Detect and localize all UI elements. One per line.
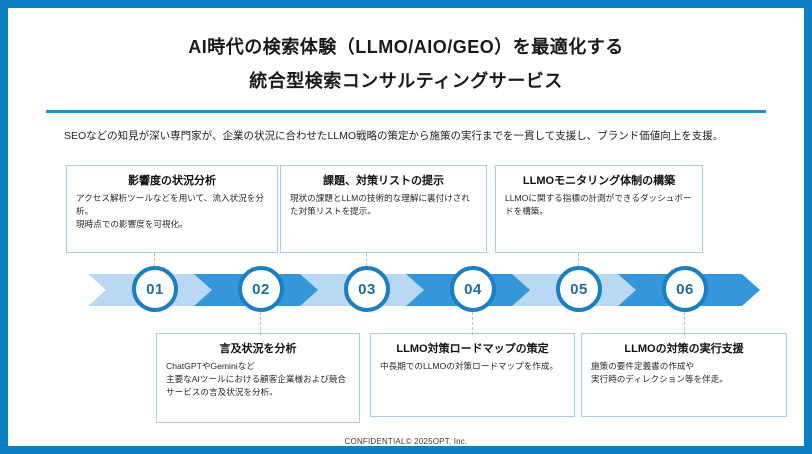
step-number-badge-05: 05: [556, 266, 602, 312]
step-number-label: 01: [146, 280, 164, 298]
step-card-04: LLMO対策ロードマップの策定 中長期でのLLMOの対策ロードマップを作成。: [370, 333, 575, 417]
step-card-title: LLMO対策ロードマップの策定: [396, 343, 549, 355]
confidential-footer: CONFIDENTIAL© 2025OPT, Inc.: [344, 437, 468, 446]
step-card-05: LLMOモニタリング体制の構築 LLMOに関する指標の計測ができるダッシュボード…: [495, 165, 703, 253]
step-number-label: 04: [464, 280, 482, 298]
step-number-badge-02: 02: [238, 266, 284, 312]
step-card-title: LLMOの対策の実行支援: [624, 343, 744, 355]
title-divider: [46, 110, 766, 113]
step-card-body: 現状の課題とLLMの技術的な理解に裏付けされた対策リストを提示。: [290, 193, 470, 216]
step-number-badge-06: 06: [662, 266, 708, 312]
step-card-body: 中長期でのLLMOの対策ロードマップを作成。: [380, 361, 559, 371]
step-card-03: 課題、対策リストの提示 現状の課題とLLMの技術的な理解に裏付けされた対策リスト…: [280, 165, 487, 253]
step-card-body: 施策の要件定義書の作成や 実行時のディレクション等を伴走。: [591, 361, 728, 384]
step-number-label: 06: [676, 280, 694, 298]
step-number-badge-03: 03: [344, 266, 390, 312]
step-card-title: 言及状況を分析: [219, 343, 297, 355]
step-number-label: 02: [252, 280, 270, 298]
step-card-title: 課題、対策リストの提示: [323, 175, 444, 187]
step-card-06: LLMOの対策の実行支援 施策の要件定義書の作成や 実行時のディレクション等を伴…: [581, 333, 787, 417]
connector-06: [684, 307, 685, 335]
step-card-body: アクセス解析ツールなどを用いて、流入状況を分析。 現時点での影響度を可視化。: [76, 193, 264, 229]
step-number-label: 03: [358, 280, 376, 298]
lead-paragraph: SEOなどの知見が深い専門家が、企業の状況に合わせたLLMO戦略の策定から施策の…: [64, 130, 724, 142]
step-card-title: 影響度の状況分析: [128, 175, 216, 187]
step-number-label: 05: [570, 280, 588, 298]
connector-04: [472, 307, 473, 335]
connector-02: [260, 307, 261, 335]
page-title: AI時代の検索体験（LLMO/AIO/GEO）を最適化する 統合型検索コンサルテ…: [8, 30, 804, 98]
step-card-body: LLMOに関する指標の計測ができるダッシュボードを構築。: [505, 193, 692, 216]
step-card-01: 影響度の状況分析 アクセス解析ツールなどを用いて、流入状況を分析。 現時点での影…: [66, 165, 278, 253]
step-number-badge-04: 04: [450, 266, 496, 312]
title-line-2: 統合型検索コンサルティングサービス: [249, 71, 563, 91]
step-number-badge-01: 01: [132, 266, 178, 312]
step-card-02: 言及状況を分析 ChatGPTやGeminiなど 主要なAIツールにおける顧客企…: [156, 333, 360, 423]
step-card-title: LLMOモニタリング体制の構築: [522, 175, 676, 187]
title-line-1: AI時代の検索体験（LLMO/AIO/GEO）を最適化する: [188, 37, 624, 57]
step-card-body: ChatGPTやGeminiなど 主要なAIツールにおける顧客企業様および競合サ…: [166, 361, 346, 397]
process-chevron-band: 01 02 03 04 05 06: [8, 266, 804, 314]
slide-canvas: AI時代の検索体験（LLMO/AIO/GEO）を最適化する 統合型検索コンサルテ…: [8, 8, 804, 446]
